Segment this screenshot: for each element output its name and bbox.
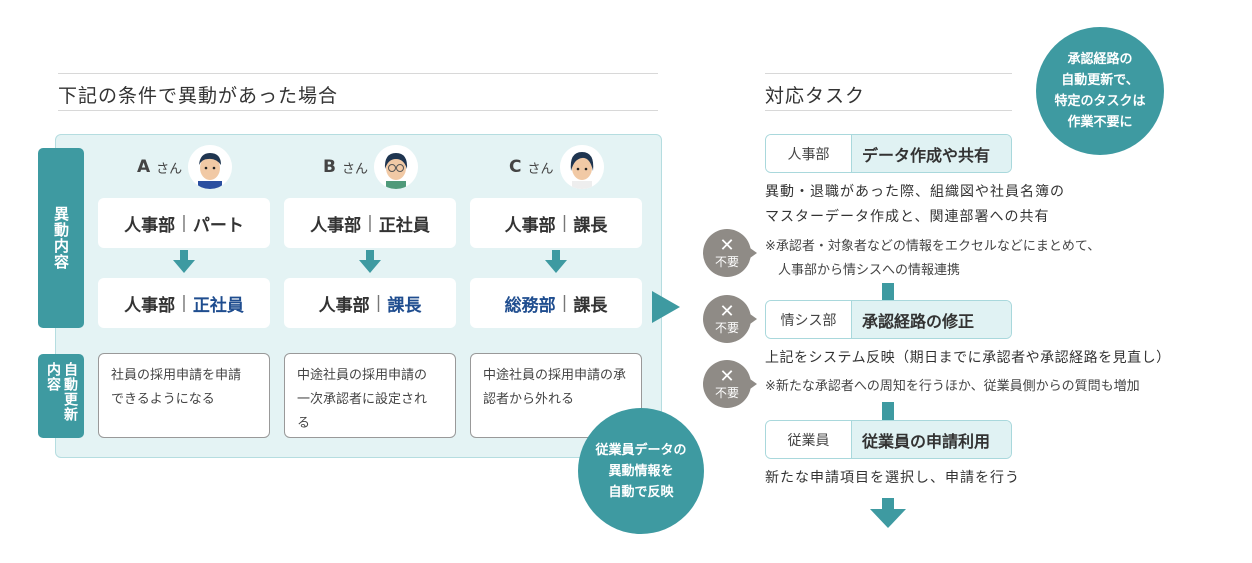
- update-text: 社員の採用申請を申請できるようになる: [111, 368, 242, 407]
- task-desc: 新たな申請項目を選択し、申請を行う: [765, 470, 1020, 486]
- badge-text: 不要: [714, 321, 739, 335]
- person-name: C: [509, 157, 522, 177]
- section-title-right: 対応タスク: [765, 85, 866, 107]
- dept: 人事部: [124, 215, 176, 236]
- before-box-c: 人事部|課長: [470, 198, 642, 248]
- down-arrow-icon: [870, 498, 906, 528]
- down-arrow-icon: [545, 250, 567, 273]
- role: 正社員: [378, 215, 430, 236]
- dept-changed: 総務部: [504, 295, 556, 316]
- role: 課長: [573, 215, 608, 236]
- update-box-a: 社員の採用申請を申請できるようになる: [98, 353, 270, 438]
- person-suffix: さん: [341, 161, 368, 177]
- task-data-creation: 人事部データ作成や共有: [765, 134, 1012, 173]
- separator: |: [367, 213, 373, 233]
- section-title-left: 下記の条件で異動があった場合: [58, 85, 339, 107]
- person-c: C さん: [509, 145, 604, 189]
- task-title: 従業員の申請利用: [852, 421, 1011, 458]
- down-arrow-icon: [173, 250, 195, 273]
- task-desc: 異動・退職があった際、組織図や社員名簿の: [765, 184, 1065, 200]
- separator: |: [375, 293, 382, 313]
- right-arrow-icon: [652, 291, 680, 323]
- down-arrow-icon: [359, 250, 381, 273]
- separator: |: [561, 293, 568, 313]
- no-work-circle: 承認経路の 自動更新で、 特定のタスクは 作業不要に: [1036, 27, 1164, 155]
- task-approval-route: 情シス部承認経路の修正: [765, 300, 1012, 339]
- before-box-b: 人事部|正社員: [284, 198, 456, 248]
- divider: [765, 73, 1012, 74]
- role-changed: 正社員: [192, 295, 244, 316]
- task-note: ※新たな承認者への周知を行うほか、従業員側からの質問も増加: [765, 379, 1140, 394]
- person-a: A さん: [137, 145, 233, 189]
- role-changed: 課長: [387, 295, 422, 316]
- separator: |: [561, 213, 568, 233]
- task-title: データ作成や共有: [852, 135, 1011, 172]
- divider: [58, 110, 658, 111]
- person-name: B: [323, 157, 336, 177]
- avatar-c: [559, 145, 604, 189]
- task-desc: 上記をシステム反映（期日までに承認者や承認経路を見直し）: [765, 350, 1171, 366]
- x-icon: ✕: [719, 301, 735, 322]
- dept: 人事部: [124, 295, 176, 316]
- not-needed-badge: ✕不要: [703, 360, 757, 408]
- badge-text: 不要: [714, 386, 739, 400]
- x-icon: ✕: [719, 366, 735, 387]
- task-note: ※承認者・対象者などの情報をエクセルなどにまとめて、: [765, 239, 1101, 254]
- update-text: 中途社員の採用申請の承認者から外れる: [483, 368, 627, 407]
- task-title: 承認経路の修正: [852, 301, 1011, 338]
- task-owner: 人事部: [766, 135, 852, 172]
- divider: [765, 110, 1012, 111]
- side-label-update: 自動更新内容: [38, 354, 84, 438]
- task-note: 人事部から情シスへの情報連携: [765, 263, 961, 278]
- separator: |: [181, 293, 187, 313]
- update-box-c: 中途社員の採用申請の承認者から外れる: [470, 353, 642, 438]
- after-box-c: 総務部|課長: [470, 278, 642, 328]
- before-box-a: 人事部|パート: [98, 198, 270, 248]
- person-b: B さん: [323, 145, 418, 189]
- not-needed-badge: ✕不要: [703, 229, 757, 277]
- side-label-change: 異動内容: [38, 148, 84, 328]
- connector: [882, 283, 894, 300]
- badge-text: 不要: [714, 255, 739, 269]
- dept: 人事部: [318, 295, 370, 316]
- task-owner: 従業員: [766, 421, 852, 458]
- person-suffix: さん: [527, 161, 554, 177]
- person-suffix: さん: [156, 161, 183, 177]
- person-name: A: [137, 157, 151, 177]
- after-box-a: 人事部|正社員: [98, 278, 270, 328]
- task-employee-request: 従業員従業員の申請利用: [765, 420, 1012, 459]
- avatar-b: [373, 145, 418, 189]
- not-needed-badge: ✕不要: [703, 295, 757, 343]
- x-icon: ✕: [719, 235, 735, 256]
- role: パート: [192, 215, 244, 236]
- connector: [882, 402, 894, 420]
- auto-reflect-circle: 従業員データの 異動情報を 自動で反映: [578, 408, 704, 534]
- update-text: 中途社員の採用申請の一次承認者に設定される: [297, 368, 428, 431]
- role: 課長: [573, 295, 608, 316]
- separator: |: [181, 213, 187, 233]
- task-desc: マスターデータ作成と、関連部署への共有: [765, 209, 1050, 225]
- dept: 人事部: [310, 215, 362, 236]
- update-box-b: 中途社員の採用申請の一次承認者に設定される: [284, 353, 456, 438]
- divider: [58, 73, 658, 74]
- dept: 人事部: [504, 215, 556, 236]
- avatar-a: [188, 145, 233, 189]
- task-owner: 情シス部: [766, 301, 852, 338]
- after-box-b: 人事部|課長: [284, 278, 456, 328]
